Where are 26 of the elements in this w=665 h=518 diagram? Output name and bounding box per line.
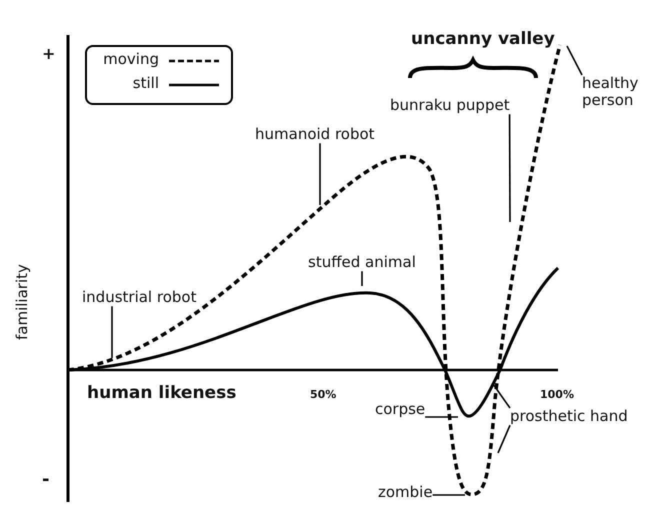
leader-line (492, 384, 511, 408)
label-text: uncanny valley (411, 30, 555, 50)
axis-label: familiarity (14, 264, 32, 340)
callout-text: zombie (378, 484, 433, 502)
leader-line (566, 46, 583, 76)
axis-label: human likeness (87, 384, 236, 404)
callout-text: stuffed animal (308, 254, 416, 272)
leader-line (508, 114, 511, 222)
tick-label: 50% (310, 389, 336, 402)
leader-line (425, 416, 458, 418)
leader-line (432, 494, 465, 496)
tick-label: 100% (540, 389, 574, 402)
legend-text: still (132, 75, 159, 92)
leader-line (361, 271, 363, 286)
plus-sign: + (42, 45, 56, 64)
callout-text: industrial robot (82, 289, 196, 306)
callout-text: corpse (375, 401, 426, 418)
callout-text: healthy person (582, 75, 640, 110)
callout-text: bunraku puppet (390, 97, 510, 114)
legend-text: moving (102, 51, 159, 68)
leader-line (497, 424, 511, 454)
leader-line (319, 143, 321, 205)
callout-text: humanoid robot (255, 126, 375, 144)
minus-sign: - (42, 470, 50, 491)
callout-text: prosthetic hand (510, 408, 628, 426)
leader-line (111, 306, 113, 358)
